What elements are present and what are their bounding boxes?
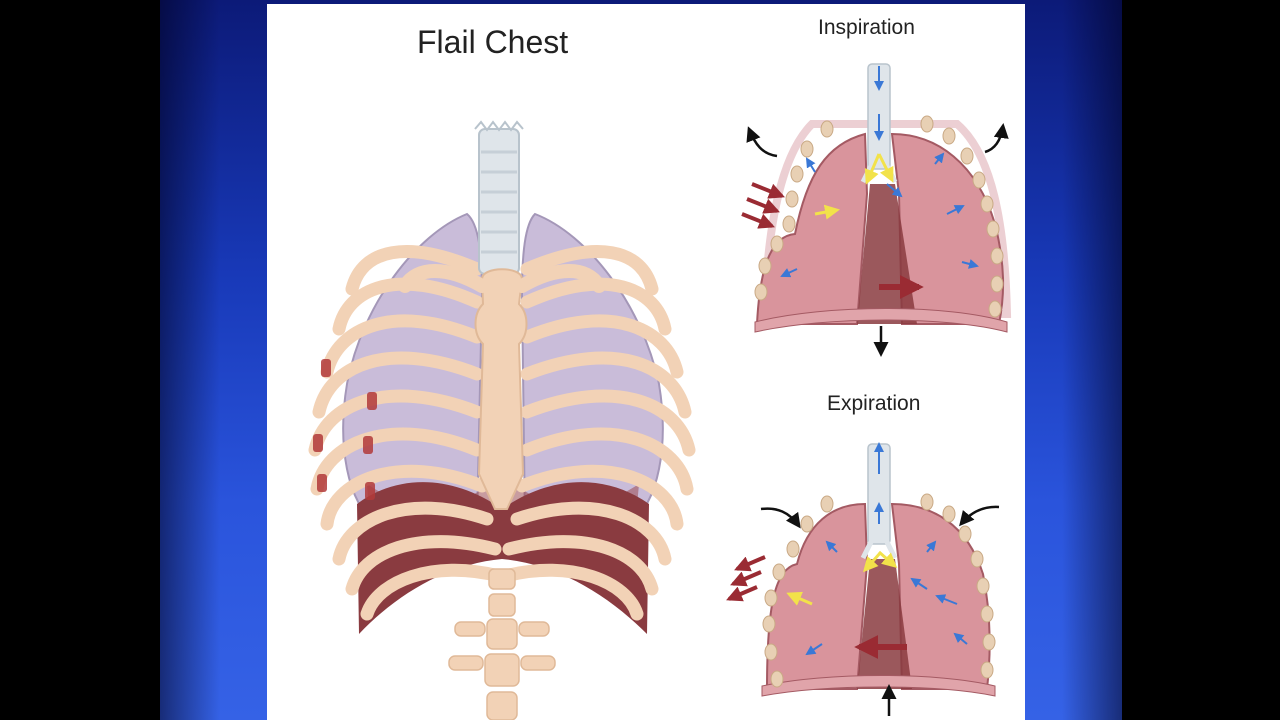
diaphragm — [357, 482, 649, 634]
illustration-panel: Flail Chest Inspiration Expiration — [267, 4, 1025, 720]
expiration-left-lung — [765, 502, 869, 690]
expiration-flail-arrows — [726, 555, 766, 602]
inspiration-diagram — [741, 63, 1012, 357]
spine — [448, 568, 556, 720]
expiration-label: Expiration — [827, 392, 921, 415]
diagram-artwork — [308, 63, 1012, 720]
diagram-title: Flail Chest — [417, 24, 569, 60]
expiration-diagram — [726, 442, 1000, 716]
inspiration-label: Inspiration — [818, 16, 915, 39]
rib-fractures — [313, 359, 377, 500]
rib-cage-illustration — [308, 120, 696, 720]
sternum — [474, 268, 528, 510]
inspiration-flail-arrows — [741, 182, 785, 229]
